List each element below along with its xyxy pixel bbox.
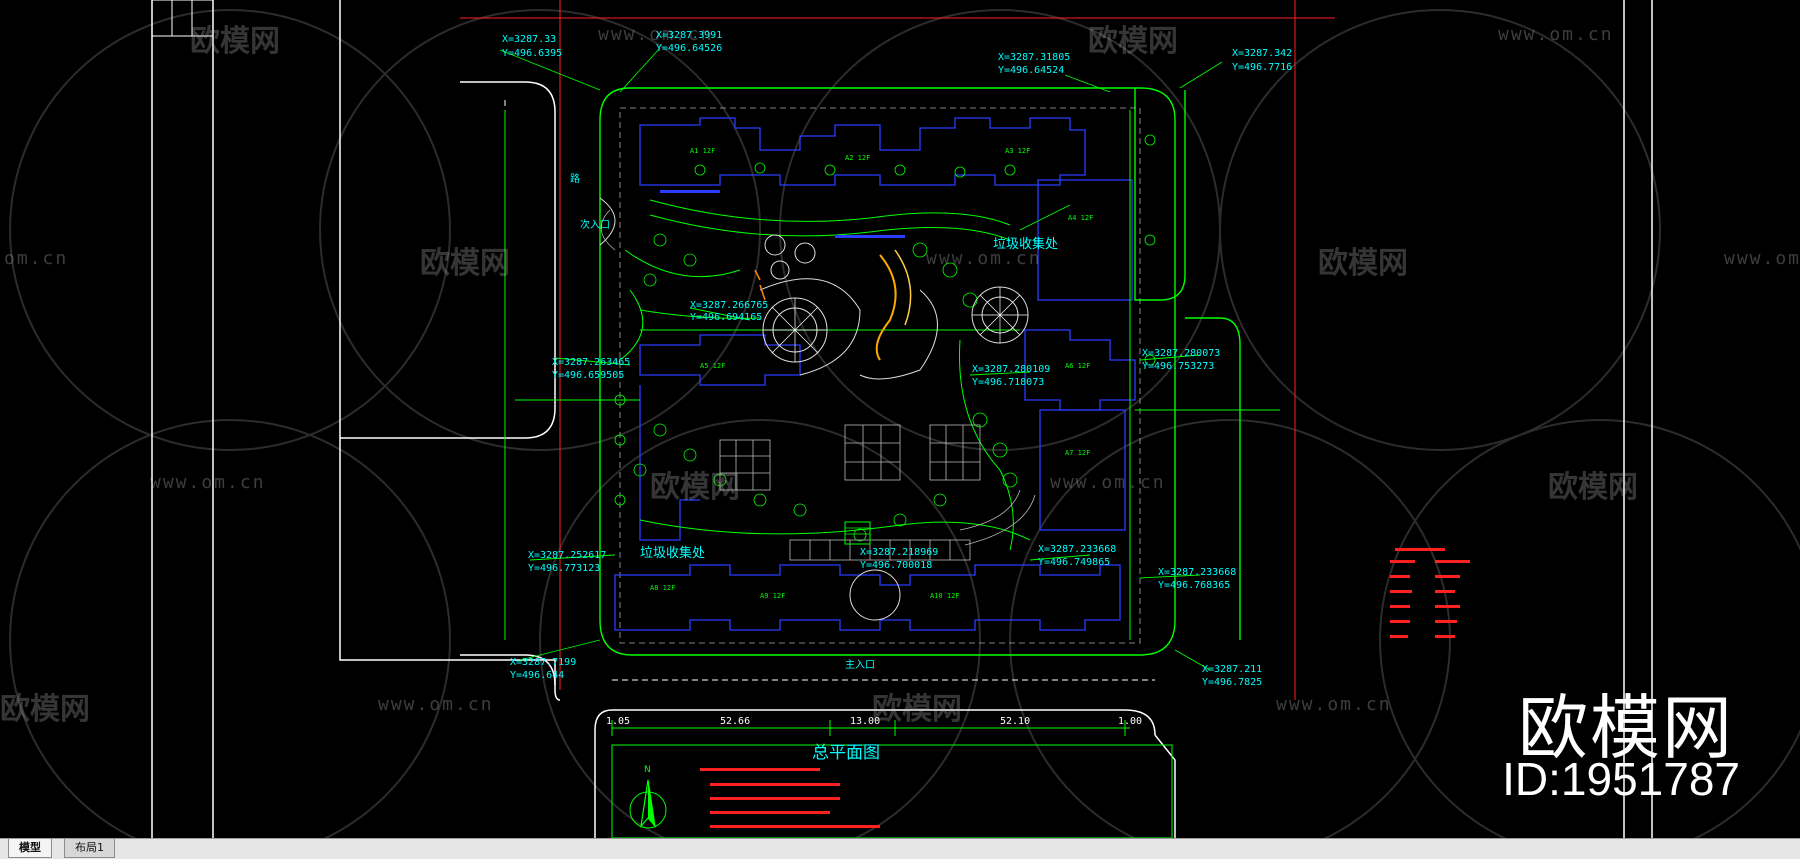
building-label: A9 12F — [760, 592, 785, 600]
label-entrance: 次入口 — [580, 218, 610, 231]
north-label: N — [644, 765, 651, 775]
watermark-url: www.om.cn — [1050, 472, 1166, 493]
building-label: A3 12F — [1005, 147, 1030, 155]
building-label: A1 12F — [690, 147, 715, 155]
watermark-text: 欧模网 — [1548, 470, 1638, 505]
coord-y-2: Y=496.64526 — [656, 43, 722, 54]
coord-x-2: X=3287.3991 — [656, 30, 722, 41]
coord-x-1: X=3287.33 — [502, 34, 556, 45]
north-arrow-icon — [629, 779, 667, 829]
dimension-label: 52.66 — [720, 716, 750, 727]
watermark-text: 欧模网 — [0, 692, 90, 727]
coord-x-9: X=3287.252617 — [528, 550, 606, 561]
dimension-label: 1.05 — [606, 716, 630, 727]
coord-x-5: X=3287.266765 — [690, 300, 768, 311]
cad-drawing-canvas[interactable]: X=3287.33 Y=496.6395 X=3287.3991 Y=496.6… — [0, 0, 1800, 838]
dimension-label: 13.00 — [850, 716, 880, 727]
drawing-title: 总平面图 — [812, 743, 880, 763]
coord-y-13: Y=496.644 — [510, 670, 564, 681]
coord-y-11: Y=496.768365 — [1158, 580, 1230, 591]
coord-x-3: X=3287.31805 — [998, 52, 1070, 63]
coord-y-8: Y=496.753273 — [1142, 361, 1214, 372]
coord-y-14: Y=496.7825 — [1202, 677, 1262, 688]
watermark-url: www.om.cn — [598, 24, 714, 45]
label-road: 路 — [570, 172, 580, 185]
tab-model[interactable]: 模型 — [8, 839, 52, 858]
brand-watermark: 欧模网 — [1518, 687, 1734, 769]
watermark-url: www.om.cn — [378, 694, 494, 715]
watermark-text: 欧模网 — [1088, 24, 1178, 59]
coord-y-10: Y=496.749865 — [1038, 557, 1110, 568]
coord-y-7: Y=496.718073 — [972, 377, 1044, 388]
watermark-url: www.om.cn — [1498, 24, 1614, 45]
dimension-label: 1.00 — [1118, 716, 1142, 727]
tab-layout1[interactable]: 布局1 — [64, 839, 115, 858]
coord-y-5: Y=496.694165 — [690, 312, 762, 323]
watermark-text: 欧模网 — [190, 24, 280, 59]
coord-x-6: X=3287.263465 — [552, 357, 630, 368]
watermark-text: 欧模网 — [420, 246, 510, 281]
building-label: A8 12F — [650, 584, 675, 592]
watermark-url-partial: om.cn — [4, 248, 69, 269]
layout-tab-bar: 模型 布局1 — [0, 838, 1800, 859]
watermark-text: 欧模网 — [1318, 246, 1408, 281]
coord-y-6: Y=496.659505 — [552, 370, 624, 381]
building-label: A4 12F — [1068, 214, 1093, 222]
watermark-url: www.om.cn — [1276, 694, 1392, 715]
coord-y-4: Y=496.7716 — [1232, 62, 1292, 73]
coord-y-1: Y=496.6395 — [502, 48, 562, 59]
coord-x-11: X=3287.233668 — [1158, 567, 1236, 578]
site-plan-drawing: X=3287.33 Y=496.6395 X=3287.3991 Y=496.6… — [9, 0, 1800, 838]
building-label: A6 12F — [1065, 362, 1090, 370]
building-label: A2 12F — [845, 154, 870, 162]
coord-x-8: X=3287.280073 — [1142, 348, 1220, 359]
coord-y-12: Y=496.700018 — [860, 560, 932, 571]
watermark-text: 欧模网 — [872, 692, 962, 727]
dimension-label: 52.10 — [1000, 716, 1030, 727]
label-recycle-top: 垃圾收集处 — [993, 236, 1058, 252]
coord-y-9: Y=496.773123 — [528, 563, 600, 574]
label-main-entrance: 主入口 — [845, 659, 875, 671]
watermark-url: www.om.cn — [1724, 248, 1800, 269]
label-recycle-bottom: 垃圾收集处 — [640, 545, 705, 561]
coord-x-14: X=3287.211 — [1202, 664, 1262, 675]
coord-x-7: X=3287.280109 — [972, 364, 1050, 375]
building-label: A5 12F — [700, 362, 725, 370]
coord-x-4: X=3287.342 — [1232, 48, 1292, 59]
watermark-url: www.om.cn — [150, 472, 266, 493]
coord-x-13: X=3287.7199 — [510, 657, 576, 668]
watermark-text: 欧模网 — [650, 470, 740, 505]
coord-x-12: X=3287.218969 — [860, 547, 938, 558]
watermark-url: www.om.cn — [926, 248, 1042, 269]
coord-y-3: Y=496.64524 — [998, 65, 1064, 76]
model-id-watermark: ID:1951787 — [1502, 753, 1740, 805]
building-label: A10 12F — [930, 592, 960, 600]
coord-x-10: X=3287.233668 — [1038, 544, 1116, 555]
building-label: A7 12F — [1065, 449, 1090, 457]
